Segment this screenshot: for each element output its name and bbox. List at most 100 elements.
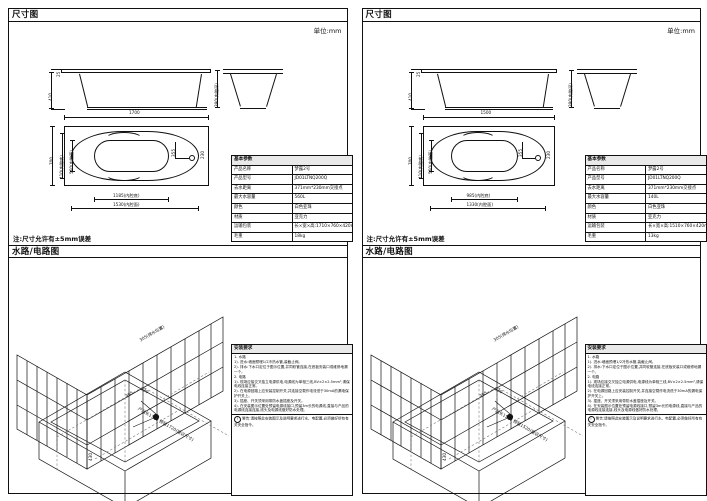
- requirements-title: 安装要求: [232, 345, 352, 354]
- tub-side-left: [79, 74, 88, 107]
- param-key: 去水距离: [232, 184, 293, 194]
- requirement-line: 1). 进水:墙面预埋1/2冷热水管,装截止阀。: [588, 360, 704, 365]
- iso-height-note-label: 430: [443, 453, 447, 461]
- side-depth-label: 390(内腔深): [215, 83, 219, 107]
- param-key: 运输包装: [585, 223, 646, 233]
- param-key: 最大水容量: [232, 194, 293, 204]
- plan-overall-length-dim: [64, 117, 209, 118]
- plan-overall-length-label: 1700: [129, 111, 140, 115]
- table-row: 产品名称梦露2号: [232, 165, 353, 175]
- param-value: 长×宽×高:1710×760×420mm: [292, 223, 353, 233]
- param-value: 白色亚珠: [292, 203, 353, 213]
- table-row: 材质亚克力: [232, 213, 353, 223]
- front-height-label: 410: [409, 93, 413, 101]
- requirement-line: 4). 在安装图示位置处预留电源线接口,预留3m长的电源线,直接与产品的电源线连…: [234, 404, 350, 413]
- plan-overall-width-dim: [411, 126, 412, 186]
- param-value: 梦露2号: [292, 165, 353, 175]
- plan-overall-length-label: 1500: [481, 111, 492, 115]
- front-ext-bot: [51, 109, 65, 110]
- requirements-title: 安装要求: [586, 345, 706, 354]
- requirement-line: 2. 电路: [234, 375, 350, 380]
- plan-inner-length-top-dim: [430, 208, 546, 209]
- front-height-label: 410: [49, 93, 53, 101]
- table-row: 颜色白色亚珠: [232, 203, 353, 213]
- requirement-line: 3). 插座、开关须采用带防水盖插座及开关。: [588, 399, 704, 404]
- param-key: 产品名称: [232, 165, 293, 175]
- side-elevation-view: [577, 69, 637, 111]
- plan-drain-offset-x-label: 230: [201, 151, 205, 159]
- param-value: 18kg: [292, 232, 353, 242]
- plan-headrest-arc-bottom: [460, 167, 496, 181]
- side-depth-label: 390(内腔深): [569, 83, 573, 107]
- front-ext-top: [51, 69, 65, 70]
- plan-headrest-arc-bottom: [105, 167, 143, 181]
- warning-block: ! 警告:请按照此安装图示及说明要求进行水、电配置,必须做好所有有关安全指令。: [586, 414, 706, 428]
- requirement-line: 3). 插座、开关须采用带防水盖插座及开关。: [234, 399, 350, 404]
- param-key: 颜色: [585, 203, 646, 213]
- panel-border: 尺寸图 单位:mm 410 25 390(内腔深): [362, 8, 702, 494]
- tub-bottom-line: [87, 107, 207, 108]
- side-rim-top: [223, 69, 283, 70]
- installation-requirements-box: 安装要求 1. 水路 1). 进水:墙面预埋1/2冷热水管,装截止阀。 2). …: [231, 344, 353, 496]
- param-value: JD01LTNQ200Q: [292, 175, 353, 185]
- plan-inner-length-top-label: 1330(内腔面): [467, 203, 494, 207]
- tub-rim: [61, 69, 211, 73]
- param-value: 560L: [292, 194, 353, 204]
- side-elevation-view: [223, 69, 283, 111]
- tub-side-right: [542, 74, 548, 108]
- requirement-line: 1. 水路: [234, 355, 350, 360]
- side-rim-bot: [223, 73, 283, 74]
- parameter-table-title: 基本参数: [585, 156, 706, 166]
- plan-overall-width-dim: [52, 126, 53, 186]
- unit-label: 单位:mm: [314, 25, 342, 35]
- requirement-line: 2). 排水:下水口定位于图示位置,并同软管连接,在底板安装口或维修地漏一个。: [234, 365, 350, 374]
- side-wall-right: [620, 74, 631, 107]
- tolerance-note: 注:尺寸允许有±5mm误差: [367, 233, 445, 243]
- plan-overall-length-dim: [423, 117, 555, 118]
- plan-inner-length-bottom-dim: [94, 199, 169, 200]
- requirement-line: 1). 进水:墙面预埋1/2冷热水管,装截止阀。: [234, 360, 350, 365]
- requirement-line: 1. 水路: [588, 355, 704, 360]
- param-value: 140L: [646, 194, 707, 204]
- plan-inner-length-top-label: 1530(内腔面): [113, 203, 140, 207]
- plan-inner-width-top-label: 560(内腔面): [429, 150, 433, 174]
- tub-rim: [421, 69, 557, 73]
- param-key: 材质: [232, 213, 293, 223]
- section-header-circuit: 水路/电路图: [9, 245, 347, 258]
- requirement-line: 1). 现场应接交叉独立电源供电,电源线为单相三线,BV×2×2.5mm²,请保…: [234, 380, 350, 389]
- param-value: 亚克力: [292, 213, 353, 223]
- param-key: 产品型号: [232, 175, 293, 185]
- requirements-body: 1. 水路 1). 进水:墙面预埋1/2冷热水管,装截止阀。 2). 排水:下水…: [586, 354, 706, 413]
- front-rim-label: 25: [417, 72, 421, 77]
- requirement-line: 4). 在安装图示位置处预留电源线接口,预留3m长的电源线,直接与产品的电源线连…: [588, 404, 704, 413]
- plan-inner-length-top-dim: [71, 208, 199, 209]
- drain-circle: [535, 155, 541, 161]
- plan-overall-width-label: 700: [409, 157, 413, 165]
- param-value: JD01LTNQ200Q: [646, 175, 707, 185]
- param-value: 13kg: [646, 232, 707, 242]
- param-key: 产品名称: [585, 165, 646, 175]
- plan-headrest-arc-top: [460, 132, 496, 146]
- param-value: 长×宽×高:1510×760×420mm: [646, 223, 707, 233]
- param-key: 毛重: [585, 232, 646, 242]
- front-height-dim: [411, 72, 412, 109]
- side-bottom: [240, 108, 266, 109]
- plan-inner-length-bottom-label: 985(内腔底): [467, 194, 491, 198]
- isometric-installation-diagram: [367, 259, 583, 501]
- param-key: 材质: [585, 213, 646, 223]
- param-key: 运输包装: [232, 223, 293, 233]
- param-key: 产品型号: [585, 175, 646, 185]
- side-wall-right: [266, 74, 277, 107]
- tub-bottom-line-2: [87, 109, 207, 110]
